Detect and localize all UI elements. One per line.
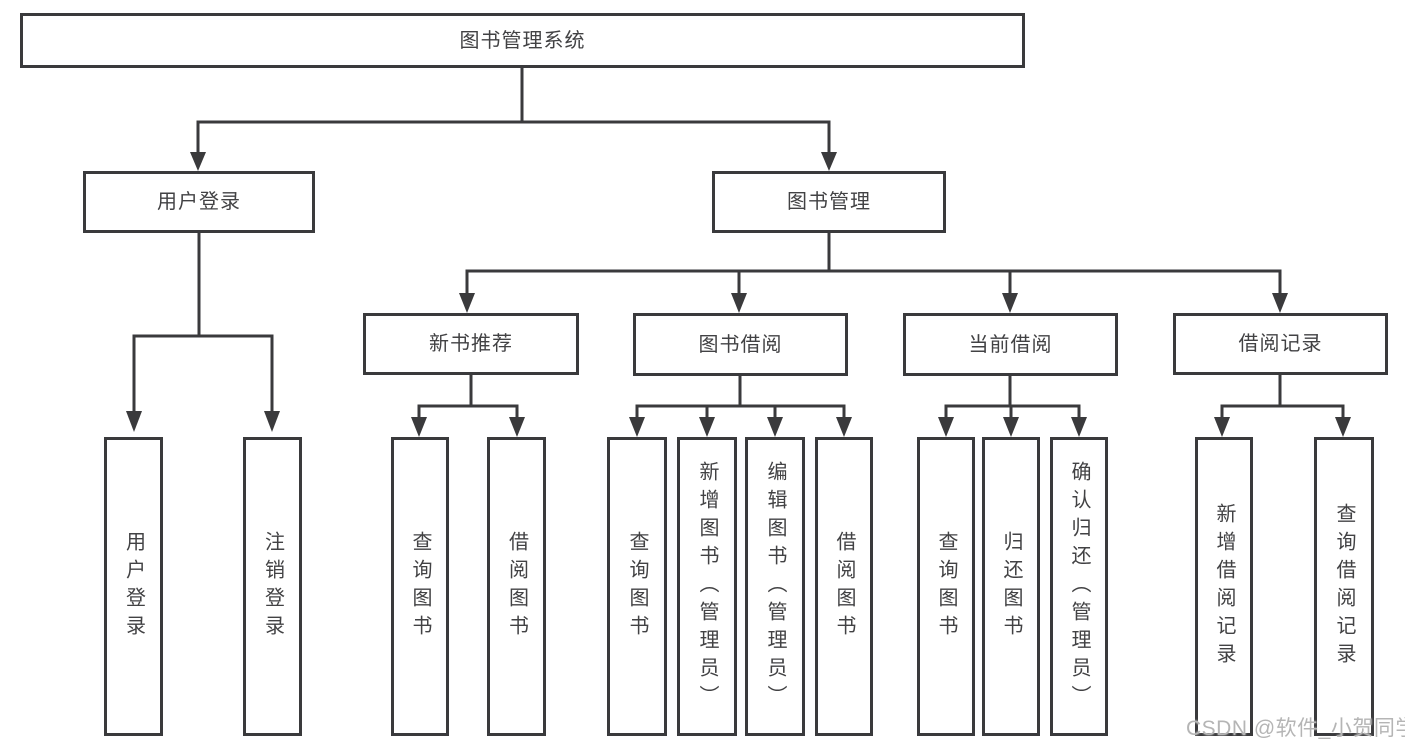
node-label: 查询图书 <box>409 530 431 643</box>
node-label: 用户登录 <box>157 191 241 213</box>
node-book-management: 图书管理 <box>712 171 946 233</box>
leaf-borrow-books-recommend: 借阅图书 <box>487 437 546 736</box>
node-label: 图书借阅 <box>698 333 783 356</box>
node-label: 编辑图书（管理员） <box>764 460 786 713</box>
leaf-add-borrow-record: 新增借阅记录 <box>1195 437 1253 736</box>
leaf-edit-book-admin: 编辑图书（管理员） <box>745 437 805 736</box>
node-label: 借阅图书 <box>833 530 855 643</box>
leaf-query-borrow-record: 查询借阅记录 <box>1314 437 1374 736</box>
node-book-borrow: 图书借阅 <box>633 313 848 376</box>
node-library-management-system: 图书管理系统 <box>20 13 1025 68</box>
node-user-login: 用户登录 <box>83 171 315 233</box>
node-label: 查询图书 <box>935 530 957 643</box>
node-borrow-records: 借阅记录 <box>1173 313 1388 375</box>
node-label: 图书管理 <box>787 191 871 213</box>
node-label: 新增借阅记录 <box>1213 502 1235 671</box>
leaf-return-book: 归还图书 <box>982 437 1040 736</box>
node-label: 借阅记录 <box>1238 333 1323 355</box>
leaf-confirm-return-admin: 确认归还（管理员） <box>1050 437 1108 736</box>
node-current-borrow: 当前借阅 <box>903 313 1118 376</box>
node-label: 借阅图书 <box>505 530 528 643</box>
node-label: 注销登录 <box>261 530 284 643</box>
node-label: 查询借阅记录 <box>1333 502 1355 671</box>
node-label: 确认归还（管理员） <box>1068 460 1090 713</box>
node-label: 图书管理系统 <box>459 29 586 52</box>
node-label: 当前借阅 <box>968 333 1053 356</box>
node-label: 归还图书 <box>1000 530 1022 643</box>
leaf-user-login: 用户登录 <box>104 437 163 736</box>
leaf-borrow-books: 借阅图书 <box>815 437 873 736</box>
node-label: 新书推荐 <box>429 333 513 355</box>
node-label: 用户登录 <box>122 530 145 643</box>
leaf-logout: 注销登录 <box>243 437 302 736</box>
node-label: 新增图书（管理员） <box>696 460 718 713</box>
leaf-query-books-borrow: 查询图书 <box>607 437 667 736</box>
csdn-watermark: CSDN @软件_小贺同学 <box>1186 717 1405 740</box>
leaf-query-books-current: 查询图书 <box>917 437 975 736</box>
leaf-add-book-admin: 新增图书（管理员） <box>677 437 737 736</box>
node-new-book-recommend: 新书推荐 <box>363 313 579 375</box>
node-label: 查询图书 <box>626 530 648 643</box>
arrowheads <box>126 152 1351 437</box>
leaf-query-books-recommend: 查询图书 <box>391 437 449 736</box>
